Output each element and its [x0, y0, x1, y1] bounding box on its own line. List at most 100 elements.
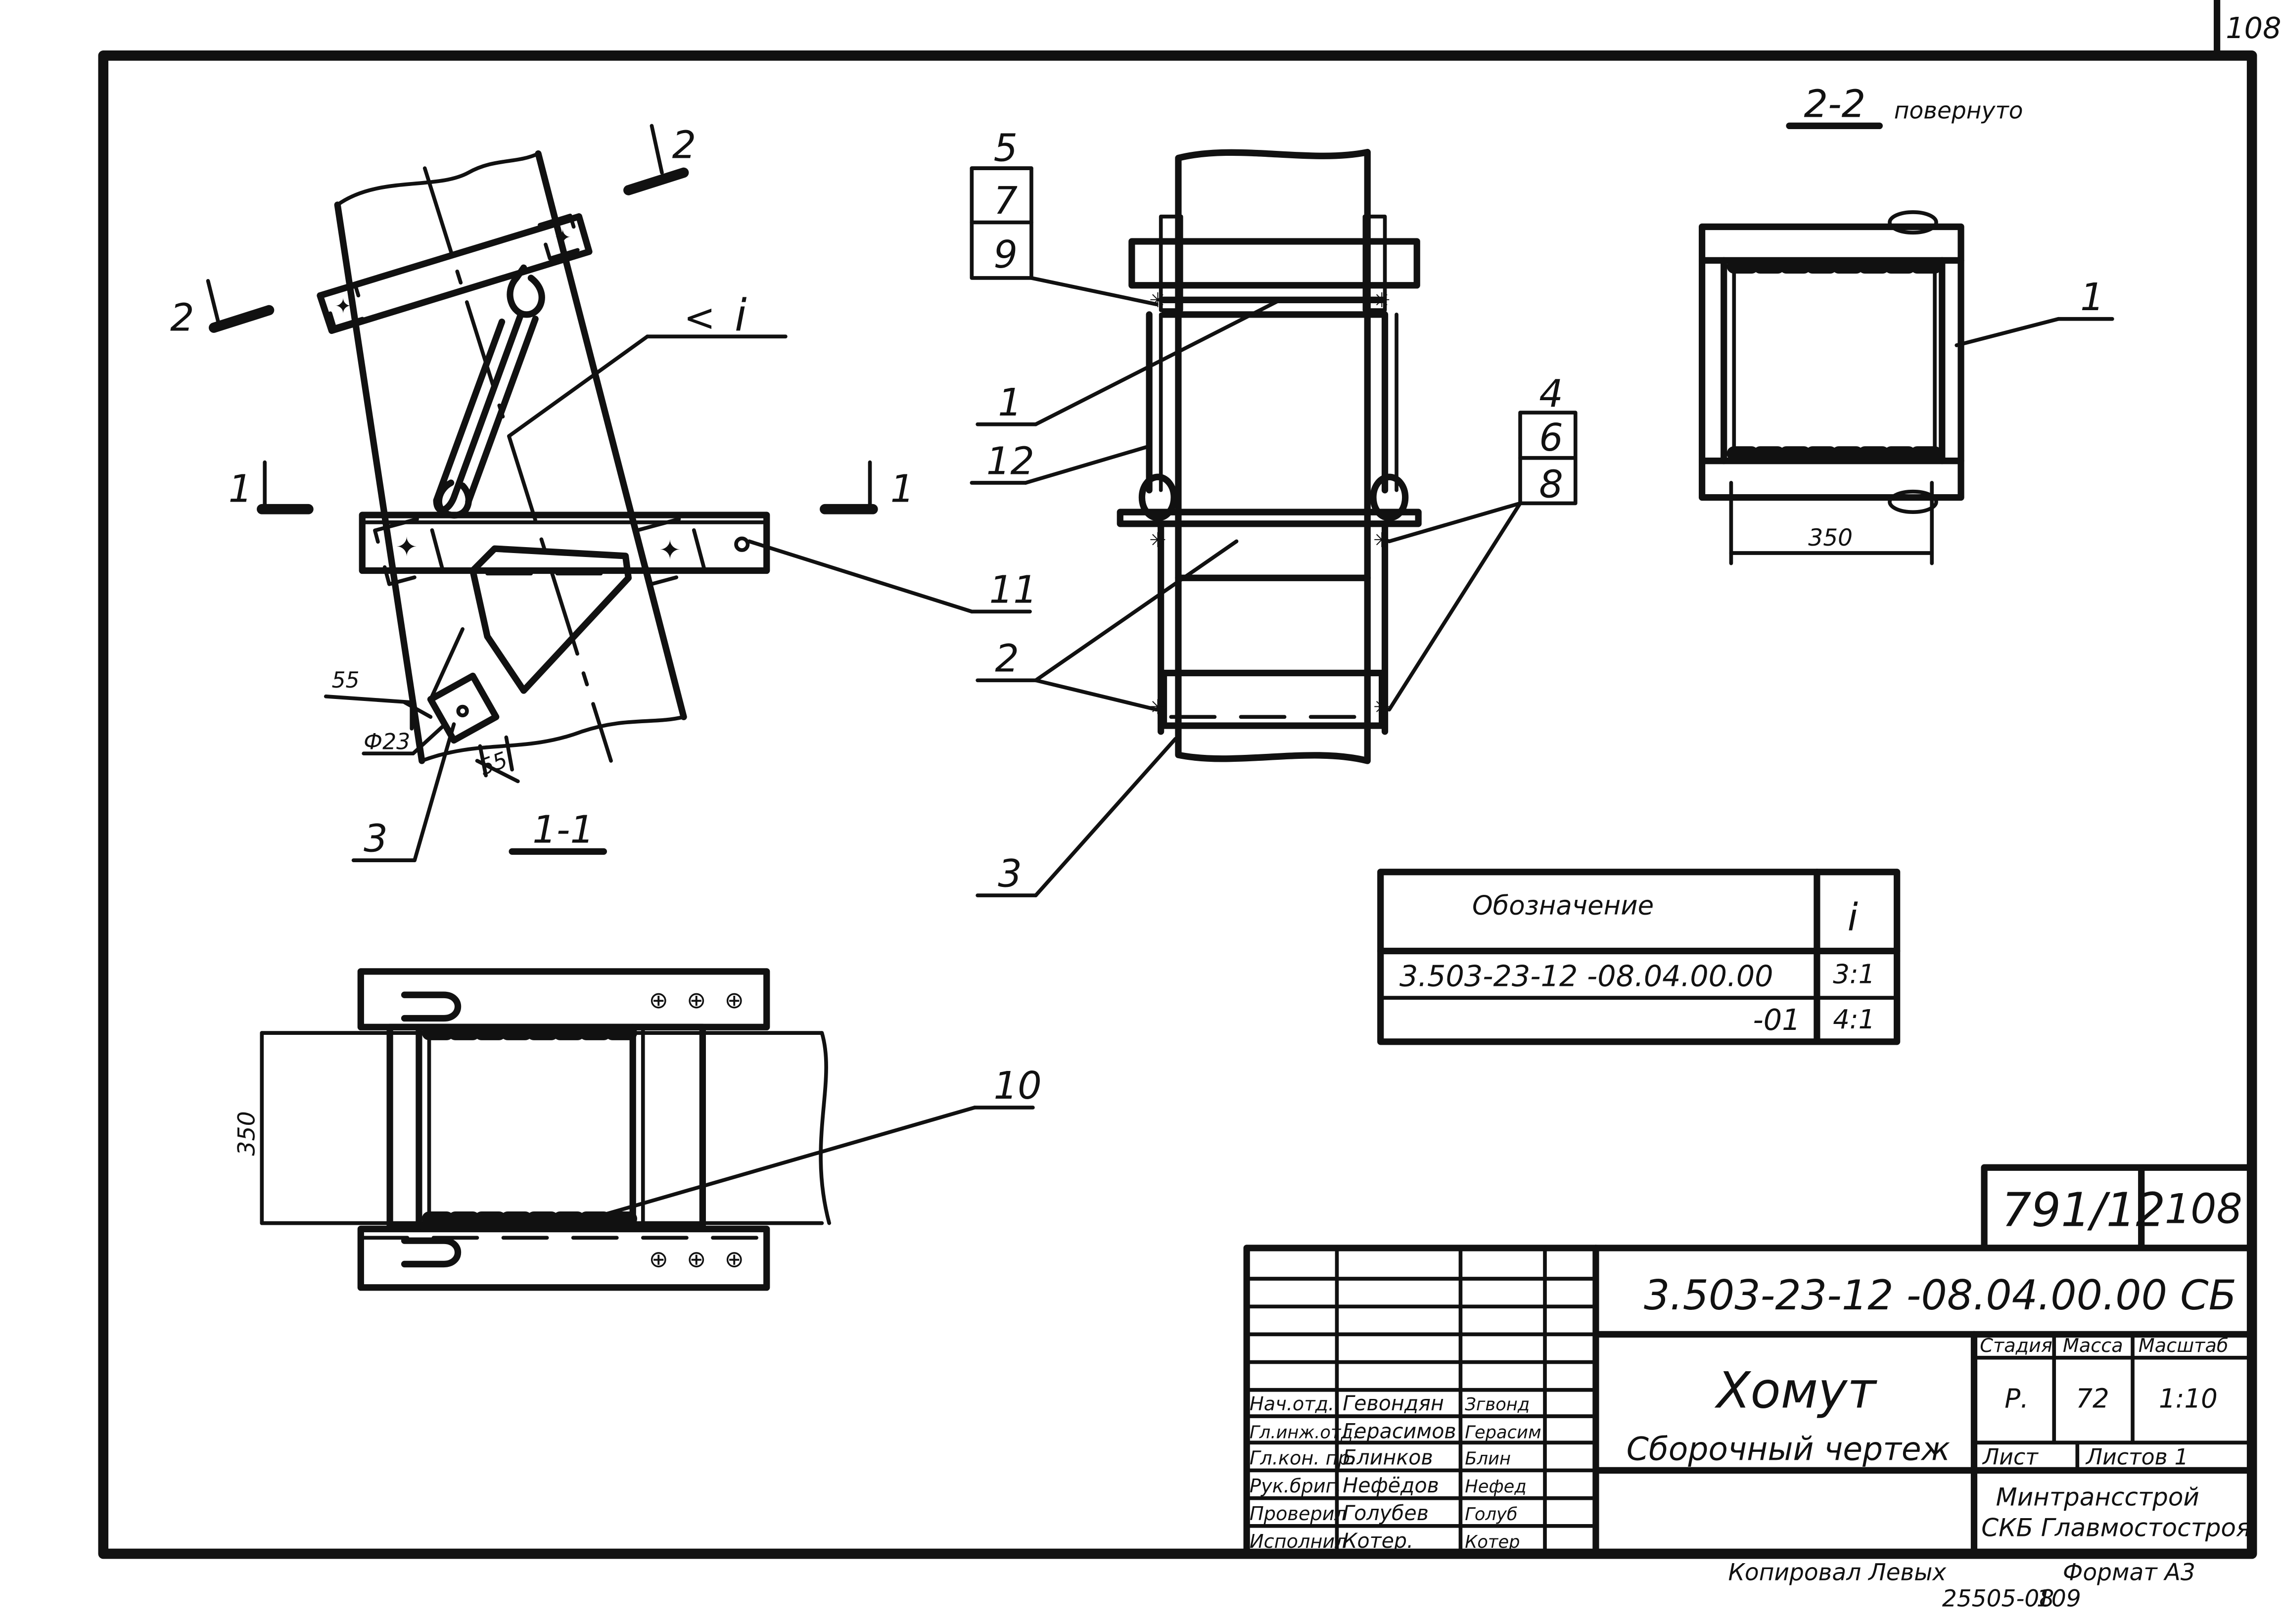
plan-hook-top [401, 991, 462, 1022]
spec-row-2-i: 4:1 [1833, 1004, 1875, 1035]
mass-value: 72 [2076, 1383, 2109, 1414]
callout-1-right-leader [1955, 317, 2060, 347]
section-2-2-lug-top [1888, 210, 1938, 235]
scale-value: 1:10 [2159, 1383, 2218, 1414]
section-1-1-label: 1-1 [532, 808, 594, 852]
front-view: ✳ ✳ ✳ ✳ ✳ ✳ 5 7 9 1 12 2 3 4 6 8 [970, 126, 1578, 897]
bolt-mark: ⊕ [687, 987, 706, 1014]
front-mid-strap [1117, 509, 1422, 527]
sig-sign-6: Котер [1465, 1532, 1520, 1552]
callout-6: 6 [1539, 416, 1563, 460]
document-code: 3.503-23-12 -08.04.00.00 СБ [1644, 1272, 2236, 1319]
spec-col-i: i [1848, 896, 1858, 940]
spec-col-designation: Обозначение [1472, 890, 1654, 921]
callout-1-leader [1033, 298, 1282, 426]
sig-role-4: Рук.бриг. [1250, 1475, 1342, 1497]
bolt-mark: ⊕ [649, 987, 668, 1014]
stamp-code: 25505-08 [1942, 1585, 2054, 1612]
beam-break-bottom [419, 715, 686, 763]
sig-role-3: Гл.кон. пр. [1250, 1447, 1356, 1470]
section-2-2-outer [1698, 223, 1964, 501]
dim-dia: Ф23 [364, 729, 410, 754]
drawing-number: 791/12 [2002, 1183, 2165, 1237]
sig-sign-3: Блин [1465, 1449, 1511, 1469]
bolt-mark: ✳ [1373, 695, 1390, 719]
callout-11-leader [747, 539, 974, 614]
callout-1-front: 1 [998, 381, 1022, 425]
callout-12-leader [1024, 444, 1151, 485]
bolt-mark: ✦ [659, 535, 681, 565]
copied-by: Копировал Левых [1728, 1559, 1947, 1586]
sheet-frame [98, 50, 2257, 1559]
hole-mark [734, 536, 750, 552]
callout-3-front: 3 [998, 852, 1022, 896]
callout-10: 10 [993, 1064, 1041, 1108]
callout-10-leader [572, 1106, 977, 1225]
sheet-number: 108 [2165, 1185, 2242, 1233]
callout-2-leader-b [1033, 678, 1159, 712]
plan-view: ⊕ ⊕ ⊕ ⊕ ⊕ ⊕ 350 10 [233, 968, 1042, 1291]
dim-line [504, 735, 514, 772]
callout-5: 5 [993, 126, 1018, 170]
cut-2-left: 2 [170, 296, 194, 340]
cut-2-top-arrow [650, 124, 664, 175]
bolt-mark: ⊕ [724, 987, 744, 1014]
section-2-2-view: 2-2 повернуто 350 1 [1698, 82, 2114, 565]
bolt-mark: ✦ [554, 226, 571, 249]
sig-sign-2: Герасим [1465, 1422, 1541, 1442]
callout-2-front: 2 [995, 637, 1019, 681]
section-1-1-view: ✦ ✦ ✦ ✦ 55 Ф23 55 < i [170, 123, 1037, 862]
bolt-mark: ✦ [396, 532, 418, 562]
callout-4: 4 [1539, 372, 1563, 416]
callout-579-leader [1029, 276, 1159, 307]
sig-sign-4: Нефед [1465, 1477, 1526, 1497]
lower-pad-left [373, 514, 445, 586]
title-block-frame [1243, 1245, 2255, 1557]
beam-break-top [335, 151, 540, 207]
sig-role-5: Проверил [1250, 1503, 1347, 1525]
sheet-corner-number: 108 [2226, 11, 2281, 45]
slope-label: i [735, 290, 747, 341]
slope-leader [507, 334, 650, 438]
callout-7: 7 [993, 179, 1018, 223]
title-block: 791/12 108 Нач.отд. Гевондян Згвонд Гл.и… [1243, 1164, 2255, 1557]
sheet-label: Лист [1982, 1445, 2039, 1470]
section-2-2-dim-350: 350 [1808, 524, 1853, 552]
callout-468-leader-a [1387, 501, 1522, 544]
callout-11: 11 [989, 568, 1037, 612]
bolt-mark: ✳ [1373, 288, 1390, 312]
front-bottom-strap [1160, 669, 1386, 729]
sig-role-1: Нач.отд. [1250, 1393, 1334, 1415]
plan-hook-bottom [401, 1237, 462, 1268]
bolt-mark: ✳ [1373, 528, 1390, 552]
sig-role-2: Гл.инж.отд. [1250, 1422, 1358, 1442]
beam-axis [422, 166, 613, 763]
mass-label: Масса [2063, 1335, 2123, 1357]
sig-name-6: Котер. [1343, 1529, 1413, 1553]
stamp-page: 109 [2037, 1585, 2081, 1612]
plan-beam-break [819, 1031, 832, 1225]
dim-leader [411, 722, 447, 756]
top-strap-pad-right [538, 213, 583, 261]
front-loop-left [1138, 473, 1177, 521]
callout-2-leader-a [1033, 539, 1239, 683]
spec-row-2-designation: -01 [1753, 1003, 1801, 1037]
section-2-2-inner [1732, 258, 1937, 460]
sig-sign-1: Згвонд [1465, 1394, 1530, 1415]
sig-name-2: Герасимов [1343, 1419, 1456, 1443]
callout-3-left: 3 [364, 817, 388, 861]
front-beam [1175, 148, 1371, 764]
gusset-plate [469, 545, 632, 694]
tie-rod [507, 264, 545, 318]
cut-2-top: 2 [672, 123, 697, 167]
org-line-2: СКБ Главмостостроя [1981, 1513, 2251, 1542]
callout-8: 8 [1539, 463, 1563, 507]
bolt-mark: ✳ [1149, 288, 1166, 312]
top-strap-pad-left [322, 282, 368, 329]
cut-1-right: 1 [890, 467, 915, 511]
callout-1-right: 1 [2080, 276, 2104, 320]
drawing-type: Сборочный чертеж [1627, 1431, 1950, 1468]
cut-1-left: 1 [229, 467, 253, 511]
bolt-mark: ⊕ [687, 1246, 706, 1273]
